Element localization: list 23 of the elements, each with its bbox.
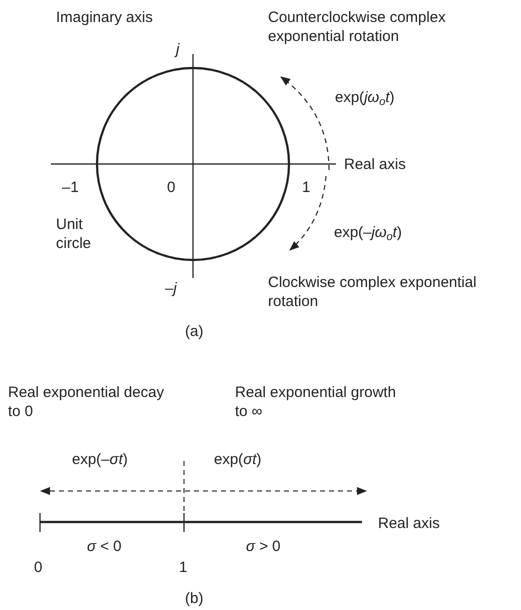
- formula-label: exp(–σt): [72, 450, 128, 469]
- formula-label: exp(–jω$_{o}$t): [334, 223, 402, 245]
- axis-tick-label: 0: [34, 558, 42, 577]
- axis-label: Imaginary axis: [56, 8, 153, 27]
- annotation-text: Counterclockwise complex exponential rotation: [268, 8, 447, 46]
- axis-tick-label: –j: [165, 279, 177, 298]
- axis-tick-label: 1: [302, 178, 310, 197]
- annotation-text: Clockwise complex exponential rotation: [268, 273, 478, 311]
- formula-label: exp(σt): [214, 450, 262, 469]
- condition-label: σ < 0: [87, 537, 122, 556]
- axis-tick-label: 0: [167, 178, 176, 197]
- axis-tick-label: –1: [62, 178, 79, 197]
- formula-label: exp(jω$_{o}$t): [335, 88, 394, 110]
- panel-label: (b): [185, 589, 204, 608]
- annotation-text: Real exponential growth to ∞: [235, 383, 397, 421]
- condition-label: σ > 0: [246, 537, 280, 556]
- axis-tick-label: j: [176, 40, 180, 59]
- annotation-text: Unit circle: [56, 215, 92, 253]
- axis-label: Real axis: [344, 155, 406, 174]
- annotation-text: Real exponential decay to 0: [8, 383, 165, 421]
- axis-tick-label: 1: [179, 558, 188, 577]
- panel-label: (a): [185, 322, 204, 341]
- axis-label: Real axis: [378, 514, 440, 533]
